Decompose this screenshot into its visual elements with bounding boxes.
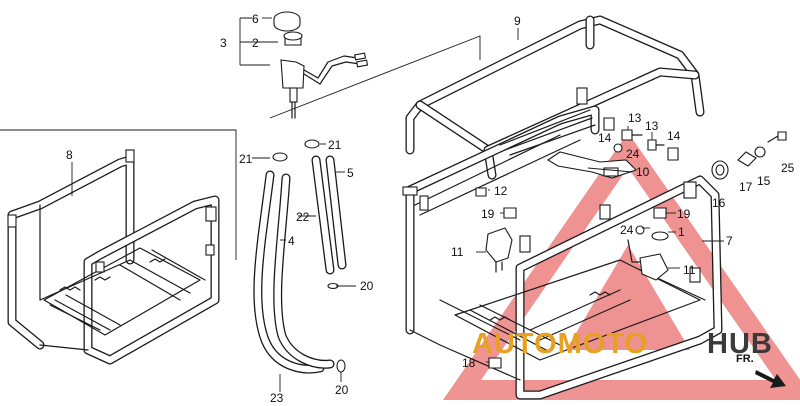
watermark-text-hub: HUB bbox=[707, 328, 773, 360]
label-part-15: 15 bbox=[757, 174, 771, 188]
label-part-12: 12 bbox=[494, 184, 508, 198]
label-part-23: 23 bbox=[270, 391, 284, 405]
label-part-21-left: 21 bbox=[239, 152, 253, 166]
front-direction-label: FR. bbox=[736, 353, 754, 365]
label-part-24-lower: 24 bbox=[620, 223, 634, 237]
label-part-16: 16 bbox=[712, 196, 726, 210]
label-part-11-left: 11 bbox=[451, 245, 464, 259]
label-part-19-right: 19 bbox=[677, 207, 691, 221]
label-part-13-right: 13 bbox=[645, 119, 659, 133]
front-direction-arrow-icon bbox=[755, 370, 786, 388]
label-part-14-right: 14 bbox=[667, 129, 681, 143]
label-part-3: 3 bbox=[220, 36, 227, 50]
label-part-14-left: 14 bbox=[598, 131, 612, 145]
label-part-19-left: 19 bbox=[481, 207, 495, 221]
label-part-18: 18 bbox=[462, 356, 476, 370]
label-part-20-upper: 20 bbox=[360, 279, 374, 293]
leader-lines bbox=[71, 28, 724, 392]
front-direction-indicator: FR. bbox=[736, 353, 786, 388]
stay-drawing bbox=[475, 117, 787, 369]
label-part-1: 1 bbox=[678, 225, 685, 239]
watermark-text-automoto: AUTOMOTO bbox=[472, 328, 648, 360]
label-part-4: 4 bbox=[288, 234, 295, 248]
label-part-5: 5 bbox=[347, 166, 354, 180]
label-part-22: 22 bbox=[296, 210, 310, 224]
label-part-20-lower: 20 bbox=[335, 383, 349, 397]
main-frame-drawing bbox=[402, 15, 723, 400]
label-part-9: 9 bbox=[514, 14, 521, 28]
label-part-6: 6 bbox=[252, 12, 259, 26]
label-part-13-left: 13 bbox=[628, 111, 642, 125]
label-part-2: 2 bbox=[252, 36, 259, 50]
part-labels: 6 2 3 9 8 21 21 5 22 4 20 20 23 13 13 14… bbox=[66, 12, 795, 405]
label-part-17: 17 bbox=[739, 180, 753, 194]
label-part-7: 7 bbox=[726, 234, 733, 248]
fuel-switch-drawing bbox=[273, 11, 369, 119]
label-part-24-upper: 24 bbox=[626, 147, 640, 161]
label-part-21-right: 21 bbox=[328, 138, 342, 152]
watermark: AUTOMOTO HUB bbox=[472, 328, 773, 360]
label-part-11-right: 11 bbox=[683, 263, 696, 277]
warning-triangle-logo-icon bbox=[442, 132, 800, 400]
left-frame-drawing bbox=[7, 149, 220, 365]
label-part-10: 10 bbox=[636, 165, 650, 179]
label-part-25: 25 bbox=[781, 161, 795, 175]
label-part-8: 8 bbox=[66, 148, 73, 162]
inset-border bbox=[0, 129, 237, 260]
hose-drawing bbox=[253, 139, 347, 374]
